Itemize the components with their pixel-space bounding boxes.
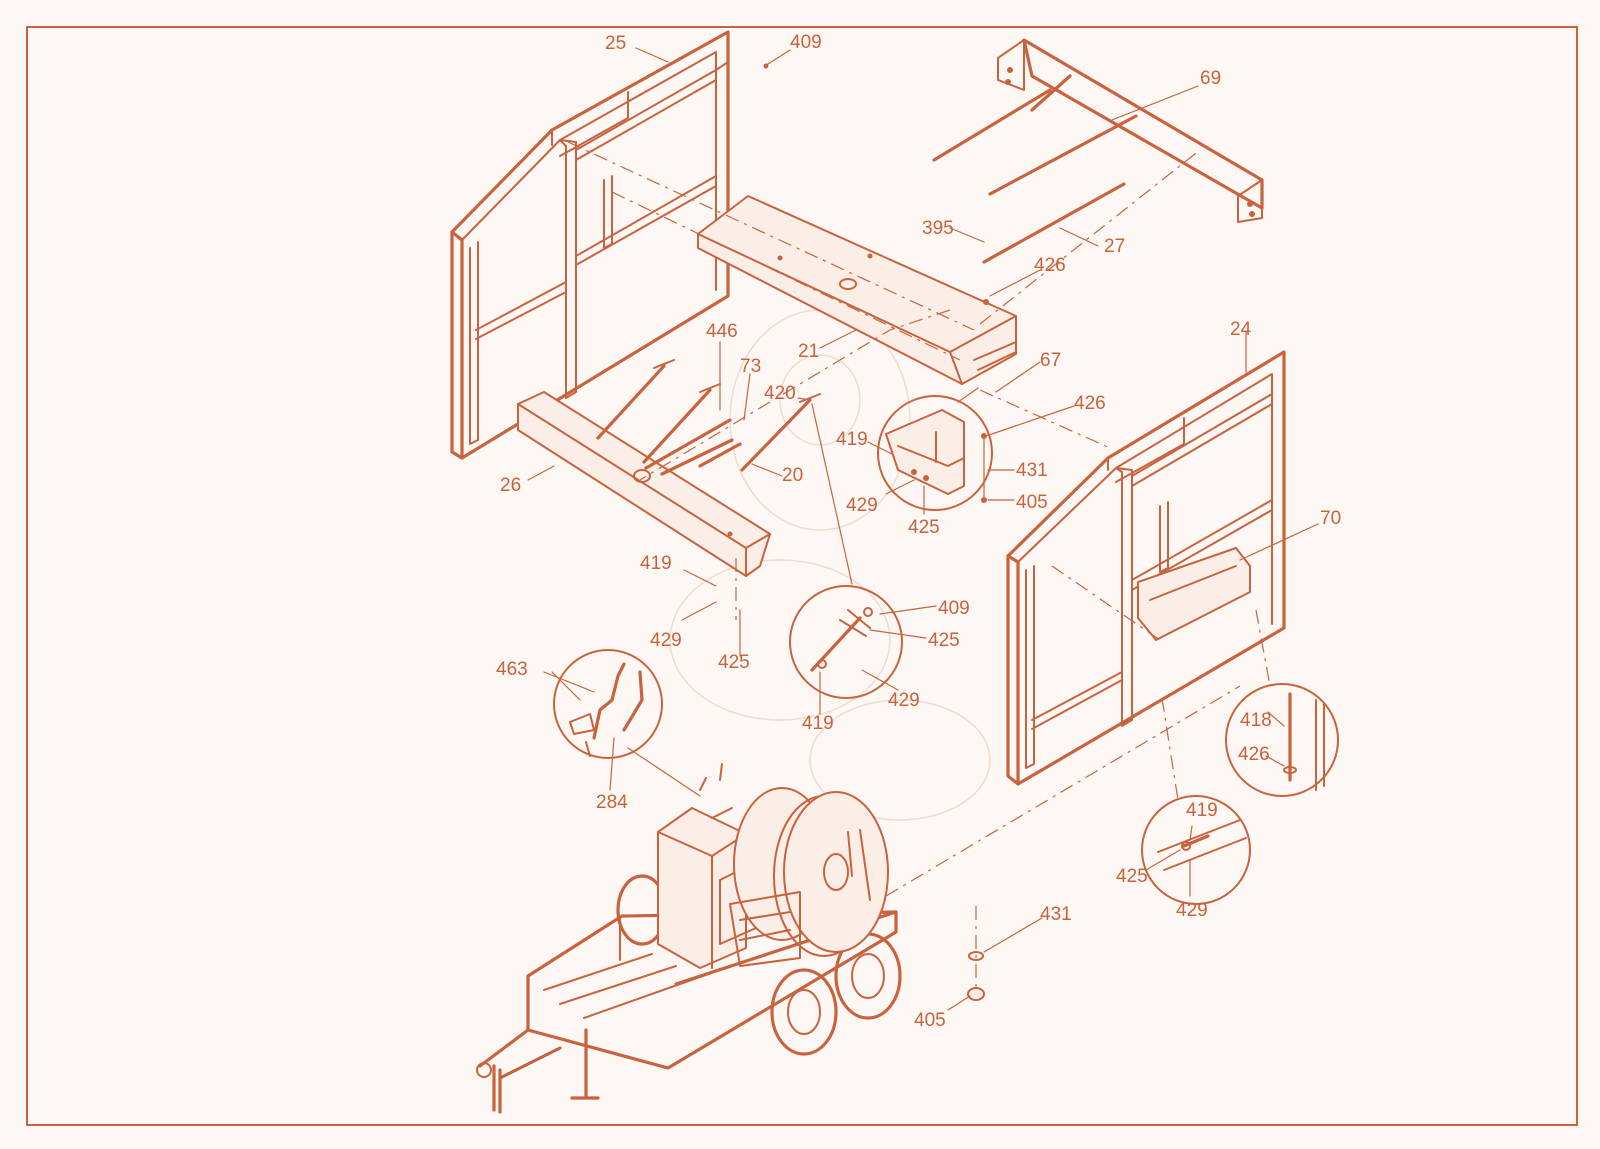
watermark xyxy=(669,309,991,821)
callout-426-upper: 426 xyxy=(1034,255,1066,276)
callout-419-bolt: 419 xyxy=(1186,800,1218,821)
callout-405-lower: 405 xyxy=(914,1010,946,1031)
callout-409-detail: 409 xyxy=(938,598,970,619)
front-cross-beam xyxy=(697,195,1017,385)
callout-405-upper: 405 xyxy=(1016,492,1048,513)
callout-429-bracket: 429 xyxy=(846,495,878,516)
right-side-panel xyxy=(1006,350,1286,786)
detail-circle-hose-fittings xyxy=(553,649,701,797)
callout-425-beam: 425 xyxy=(718,652,750,673)
callout-425-bolt: 425 xyxy=(1116,866,1148,887)
lower-cross-beam xyxy=(517,391,771,577)
rear-frame xyxy=(932,38,1264,264)
callout-67: 67 xyxy=(1040,350,1061,371)
callout-70: 70 xyxy=(1320,508,1341,529)
callout-418: 418 xyxy=(1240,710,1272,731)
leader-lines xyxy=(527,47,1319,1011)
fastener-stack-lower xyxy=(967,951,985,1001)
callout-420: 420 xyxy=(764,383,796,404)
detail-circle-pin xyxy=(1225,683,1339,797)
assembly-center-lines xyxy=(567,141,1271,992)
callout-24: 24 xyxy=(1230,319,1252,340)
callout-21: 21 xyxy=(798,341,819,362)
left-side-panel xyxy=(450,30,730,460)
callout-26: 26 xyxy=(500,475,521,496)
callout-426-pin: 426 xyxy=(1238,744,1270,765)
callout-25: 25 xyxy=(605,33,626,54)
detail-circle-bracket xyxy=(877,387,993,511)
callout-69: 69 xyxy=(1200,68,1221,89)
callout-419-beam: 419 xyxy=(640,553,672,574)
detail-circle-cross-member xyxy=(789,403,903,699)
callout-426-middle: 426 xyxy=(1074,393,1106,414)
callout-20: 20 xyxy=(782,465,803,486)
callout-419-bracket: 419 xyxy=(836,429,868,450)
callout-429-beam: 429 xyxy=(650,630,682,651)
callout-431-upper: 431 xyxy=(1016,460,1048,481)
fastener-stack-upper xyxy=(981,299,989,503)
detail-circle-bolt xyxy=(1141,795,1251,905)
callout-425-bracket: 425 xyxy=(908,517,940,538)
callout-409-top: 409 xyxy=(790,32,822,53)
callout-395: 395 xyxy=(922,218,954,239)
callout-labels: 25 409 69 395 27 426 21 446 73 420 67 24… xyxy=(496,32,1341,1031)
callout-284: 284 xyxy=(596,792,628,813)
callout-431-lower: 431 xyxy=(1040,904,1072,925)
callout-429-bolt: 429 xyxy=(1176,900,1208,921)
trailer-wheels xyxy=(616,874,902,1056)
hose-reel xyxy=(729,787,889,967)
callout-425-detail: 425 xyxy=(928,630,960,651)
callout-446: 446 xyxy=(706,321,738,342)
callout-27: 27 xyxy=(1104,236,1125,257)
cross-members xyxy=(596,359,821,476)
callout-429-detail: 429 xyxy=(888,690,920,711)
drawing-border xyxy=(26,26,1578,1126)
callout-463: 463 xyxy=(496,659,528,680)
callout-73: 73 xyxy=(740,356,761,377)
callout-419-detail: 419 xyxy=(802,713,834,734)
